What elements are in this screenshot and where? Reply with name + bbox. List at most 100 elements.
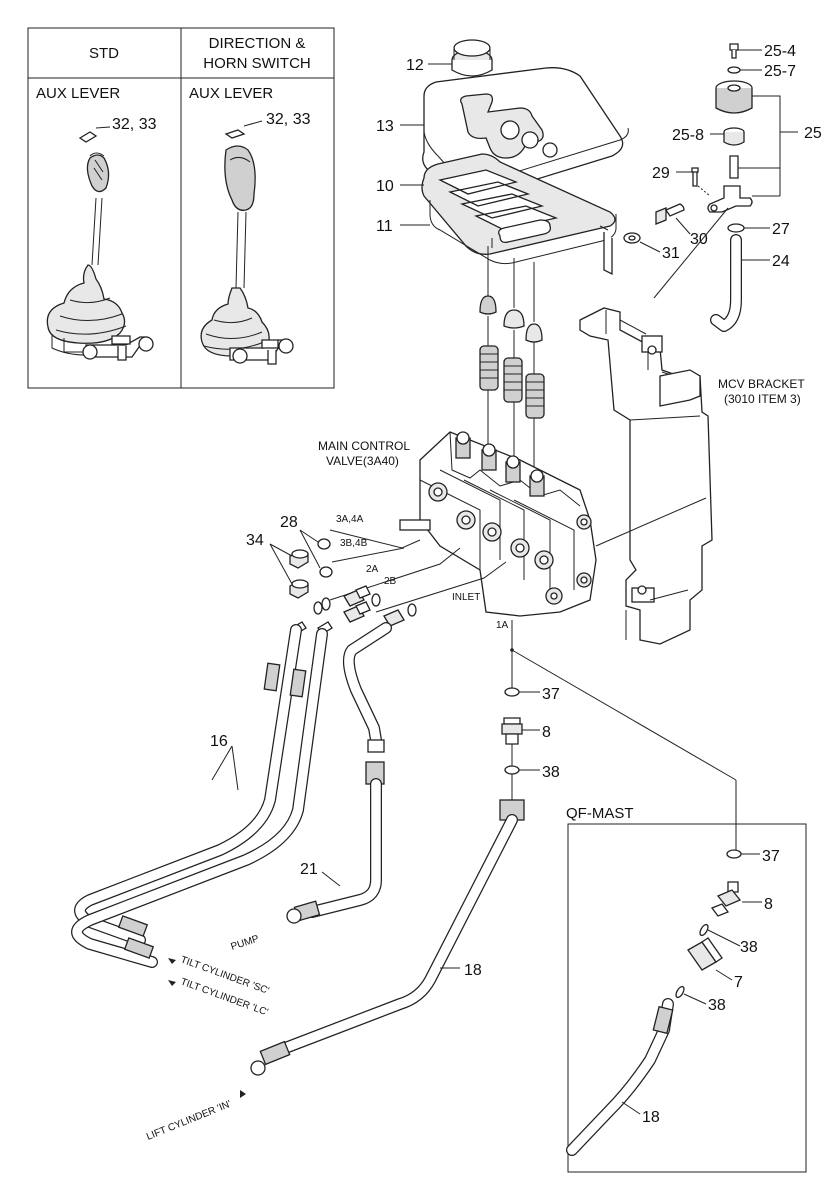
callout-25-8: 25-8 (672, 127, 704, 144)
qf-mast-title: QF-MAST (566, 805, 634, 822)
valve-port (482, 522, 502, 542)
callout-13: 13 (376, 118, 394, 135)
inset-caption-std: AUX LEVER (36, 85, 120, 102)
valve-port (456, 510, 476, 530)
valve-spool (455, 431, 471, 459)
qf-fitting-part-7 (687, 937, 723, 971)
qf-hose-part-18 (566, 998, 674, 1156)
callout-38: 38 (542, 764, 560, 781)
qf-o-ring-part-38 (699, 923, 709, 937)
qf-callout-38-a: 38 (740, 939, 758, 956)
fitting-part-8 (501, 717, 523, 745)
valve-port (428, 482, 448, 502)
bracket-part-11 (429, 200, 617, 276)
callout-27: 27 (772, 221, 790, 238)
valve-spool (505, 455, 521, 483)
port-label-inlet: INLET (452, 592, 480, 603)
port-label-2a: 2A (366, 564, 379, 575)
mcv-label-line1: MAIN CONTROL (318, 439, 410, 453)
callout-18: 18 (464, 962, 482, 979)
horn-switch-aux-lever-icon (200, 120, 294, 365)
switch-assembly-25: 25-4 25-7 25-8 25 29 30 (623, 43, 822, 332)
qf-callout-18: 18 (642, 1109, 660, 1126)
lever-boots-and-springs (479, 246, 545, 476)
o-ring-part-37 (504, 687, 520, 697)
callout-21: 21 (300, 861, 318, 878)
lift-fittings-main: 37 8 38 (501, 686, 560, 802)
port-label-3b-4b: 3B,4B (340, 538, 368, 549)
spring (479, 345, 499, 391)
port-leader-lines: 3A,4A 3B,4B 2A 2B INLET 1A (329, 514, 737, 850)
port-label-1a: 1A (496, 620, 509, 631)
inset-header-horn-switch: HORN SWITCH (203, 55, 311, 72)
o-ring-part-28 (317, 538, 331, 550)
main-control-valve: MAIN CONTROL VALVE(3A40) (318, 431, 597, 617)
lever-options-inset: STD DIRECTION & HORN SWITCH AUX LEVER AU… (27, 27, 335, 389)
label-lift-cylinder-in: LIFT CYLINDER 'IN' (145, 1099, 233, 1143)
callout-34: 34 (246, 532, 264, 549)
callout-28: 28 (280, 514, 298, 531)
callout-12: 12 (406, 57, 424, 74)
oring-and-plugs: 28 34 (246, 514, 333, 599)
std-aux-lever-icon (46, 126, 154, 361)
callout-16: 16 (210, 733, 228, 750)
qf-callout-37: 37 (762, 848, 780, 865)
boot (503, 309, 525, 329)
qf-callout-38-b: 38 (708, 997, 726, 1014)
hose-part-21 (286, 622, 392, 924)
fitting (343, 601, 371, 623)
label-pump: PUMP (230, 933, 261, 952)
qf-o-ring-part-38 (675, 985, 685, 999)
valve-spool (529, 469, 545, 497)
callout-24: 24 (772, 253, 790, 270)
qf-callout-7: 7 (734, 974, 743, 991)
port-label-3a-4a: 3A,4A (336, 514, 364, 525)
callout-32-33-horn: 32, 33 (266, 111, 311, 128)
callout-31: 31 (662, 245, 680, 262)
valve-port (576, 572, 592, 588)
callout-30: 30 (690, 231, 708, 248)
hose-part-18 (250, 799, 525, 1076)
valve-port (576, 514, 592, 530)
callout-25: 25 (804, 125, 822, 142)
callout-37: 37 (542, 686, 560, 703)
cover-assembly: 12 13 10 11 (376, 39, 629, 276)
valve-port (510, 538, 530, 558)
valve-port (545, 587, 563, 605)
inset-header-direction: DIRECTION & (209, 35, 306, 52)
callout-32-33-std: 32, 33 (112, 116, 157, 133)
mcv-label-line2: VALVE(3A40) (326, 454, 399, 468)
qf-fitting-part-8 (710, 881, 742, 917)
mcv-bracket-label-line1: MCV BRACKET (718, 377, 805, 391)
hose-part-16-b (71, 628, 328, 968)
callout-8: 8 (542, 724, 551, 741)
inset-caption-horn: AUX LEVER (189, 85, 273, 102)
inset-header-std: STD (89, 45, 119, 62)
callout-29: 29 (652, 165, 670, 182)
plug-part-12 (451, 39, 493, 77)
port-label-2b: 2B (384, 576, 397, 587)
spring (503, 357, 523, 403)
boot (479, 295, 497, 315)
hose-part-16-a (74, 624, 302, 946)
callout-10: 10 (376, 178, 394, 195)
plug-part-34 (289, 579, 309, 599)
callout-25-7: 25-7 (764, 63, 796, 80)
callout-25-4: 25-4 (764, 43, 796, 60)
mcv-bracket-label-line2: (3010 ITEM 3) (724, 392, 801, 406)
boot (525, 323, 543, 343)
valve-port (534, 550, 554, 570)
plate-part-10 (421, 153, 616, 255)
mcv-bracket: MCV BRACKET (3010 ITEM 3) (579, 307, 805, 645)
qf-mast-inset: QF-MAST 37 8 38 7 38 18 (566, 805, 807, 1173)
plug-part-34 (289, 549, 309, 569)
o-ring-part-38 (504, 765, 520, 775)
valve-spool (481, 443, 497, 471)
valve-fittings (291, 585, 417, 635)
qf-callout-8: 8 (764, 896, 773, 913)
spring (525, 373, 545, 419)
fitting (343, 585, 371, 607)
o-ring-part-28 (319, 566, 333, 578)
qf-o-ring-part-37 (726, 849, 742, 859)
